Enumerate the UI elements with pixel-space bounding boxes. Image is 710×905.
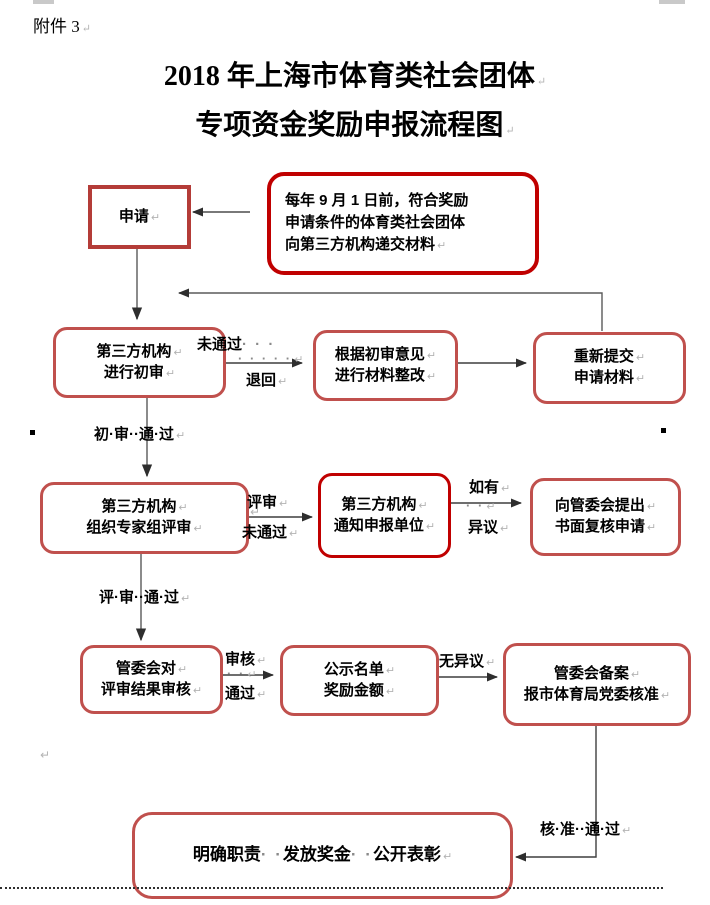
paragraph-mark-icon: ↵ bbox=[426, 370, 437, 383]
node-mgmt-audit: 管委会对↵ 评审结果审核↵ bbox=[80, 645, 223, 714]
space-marks-row: · · · · ·↵ bbox=[238, 351, 306, 366]
paragraph-mark-icon: ↵ bbox=[536, 76, 547, 88]
label-pass: 通过↵ bbox=[225, 685, 267, 702]
label-send-back: 退回↵ bbox=[246, 372, 288, 389]
label-no-objection: 无异议↵ bbox=[439, 653, 496, 670]
space-marks: · · · bbox=[242, 336, 276, 353]
node-written-recheck: 向管委会提出↵ 书面复核申请↵ bbox=[530, 478, 681, 556]
paragraph-mark-icon: ↵ bbox=[177, 663, 188, 676]
arrow-record-to-final bbox=[514, 721, 597, 862]
paragraph-mark-icon: ↵ bbox=[660, 689, 671, 702]
label-if-any: 如有↵ bbox=[469, 479, 511, 496]
label-initial-pass: 初·审··通·过↵ bbox=[94, 426, 186, 443]
node-notify-applicant: 第三方机构↵ 通知申报单位↵ bbox=[318, 473, 451, 558]
arrow-resubmit-feedback bbox=[177, 288, 603, 331]
paragraph-mark-icon: ↵ bbox=[385, 685, 396, 698]
label-review-no-pass: 未通过↵ bbox=[242, 524, 299, 541]
section-dotted-divider bbox=[0, 887, 663, 889]
paragraph-mark-icon: ↵ bbox=[150, 211, 161, 224]
paragraph-mark-icon: ↵ bbox=[486, 657, 496, 669]
label-no-pass: 未通过· · · bbox=[197, 336, 276, 353]
anchor-square-left bbox=[30, 430, 35, 435]
paragraph-mark-icon: ↵ bbox=[442, 850, 453, 863]
node-resubmit: 重新提交↵ 申请材料↵ bbox=[533, 332, 686, 404]
node-publicity: 公示名单↵ 奖励金额↵ bbox=[280, 645, 439, 716]
attachment-label: 附件 3↵ bbox=[33, 12, 91, 37]
paragraph-mark-icon: ↵ bbox=[257, 655, 267, 667]
node-final-reward: 明确职责· ·发放奖金· ·公开表彰↵ bbox=[132, 812, 513, 899]
paragraph-mark-icon: ↵ bbox=[289, 528, 299, 540]
paragraph-mark-icon: ↵ bbox=[635, 352, 646, 364]
paragraph-mark-icon: ↵ bbox=[635, 373, 646, 385]
paragraph-mark-icon: ↵ bbox=[250, 505, 261, 519]
paragraph-mark-icon: ↵ bbox=[173, 346, 183, 359]
paragraph-mark-icon: ↵ bbox=[425, 520, 436, 533]
paragraph-mark-icon: ↵ bbox=[279, 498, 289, 510]
paragraph-mark-icon: ↵ bbox=[247, 669, 259, 681]
paragraph-mark-icon: ↵ bbox=[180, 593, 191, 605]
space-marks-row: · ·↵ bbox=[466, 498, 498, 513]
anchor-square-right bbox=[661, 428, 666, 433]
node-record-approve: 管委会备案↵ 报市体育局党委核准↵ bbox=[503, 643, 691, 726]
paragraph-mark-icon: ↵ bbox=[40, 748, 51, 762]
paragraph-mark-icon: ↵ bbox=[630, 668, 641, 681]
paragraph-mark-icon: ↵ bbox=[278, 376, 288, 388]
title-line-1: 2018 年上海市体育类社会团体↵ bbox=[163, 61, 547, 92]
paragraph-mark-icon: ↵ bbox=[646, 501, 657, 513]
paragraph-mark-icon: ↵ bbox=[621, 825, 632, 837]
paragraph-mark-icon: ↵ bbox=[486, 501, 498, 513]
node-initial-review: 第三方机构↵ 进行初审↵ bbox=[53, 327, 226, 398]
paragraph-mark-icon: ↵ bbox=[501, 483, 511, 495]
node-rectify-materials: 根据初审意见↵ 进行材料整改↵ bbox=[313, 330, 458, 401]
paragraph-mark-icon: ↵ bbox=[294, 354, 306, 366]
paragraph-mark-icon: ↵ bbox=[646, 522, 657, 534]
paragraph-mark-icon: ↵ bbox=[165, 367, 176, 380]
paragraph-mark-icon: ↵ bbox=[178, 502, 188, 514]
space-marks: · · bbox=[350, 844, 373, 864]
node-note: 每年 9 月 1 日前，符合奖励 申请条件的体育类社会团体 向第三方机构递交材料… bbox=[267, 172, 539, 275]
space-marks: · · bbox=[260, 844, 283, 864]
page-title: 2018 年上海市体育类社会团体↵ 专项资金奖励申报流程图↵ bbox=[0, 55, 710, 153]
paragraph-mark-icon: ↵ bbox=[385, 664, 396, 677]
paragraph-mark-icon: ↵ bbox=[426, 349, 437, 362]
paragraph-mark-icon: ↵ bbox=[192, 684, 203, 697]
paragraph-mark-icon: ↵ bbox=[193, 523, 203, 535]
node-expert-review: 第三方机构↵ 组织专家组评审↵ bbox=[40, 482, 249, 554]
label-audit: 审核↵ bbox=[225, 651, 267, 668]
paragraph-mark-icon: ↵ bbox=[418, 499, 428, 512]
paragraph-mark-icon: ↵ bbox=[175, 430, 186, 442]
attachment-text: 附件 3 bbox=[33, 17, 80, 36]
label-review-pass: 评·审··通·过↵ bbox=[99, 589, 191, 606]
label-review: 评审↵ bbox=[247, 494, 289, 511]
paragraph-mark-icon: ↵ bbox=[81, 23, 91, 35]
node-apply: 申请↵ bbox=[88, 185, 191, 249]
label-objection: 异议↵ bbox=[468, 519, 510, 536]
space-marks-row: · ·↵ bbox=[227, 666, 259, 681]
paragraph-mark-icon: ↵ bbox=[257, 689, 267, 701]
page-margin-mark-right bbox=[659, 0, 685, 4]
title-line-2: 专项资金奖励申报流程图↵ bbox=[195, 110, 515, 141]
page-margin-mark-left bbox=[33, 0, 54, 4]
label-approve-pass: 核·准··通·过↵ bbox=[540, 821, 632, 838]
paragraph-mark-icon: ↵ bbox=[505, 125, 515, 137]
paragraph-mark-icon: ↵ bbox=[500, 523, 510, 535]
paragraph-mark-icon: ↵ bbox=[437, 240, 447, 252]
